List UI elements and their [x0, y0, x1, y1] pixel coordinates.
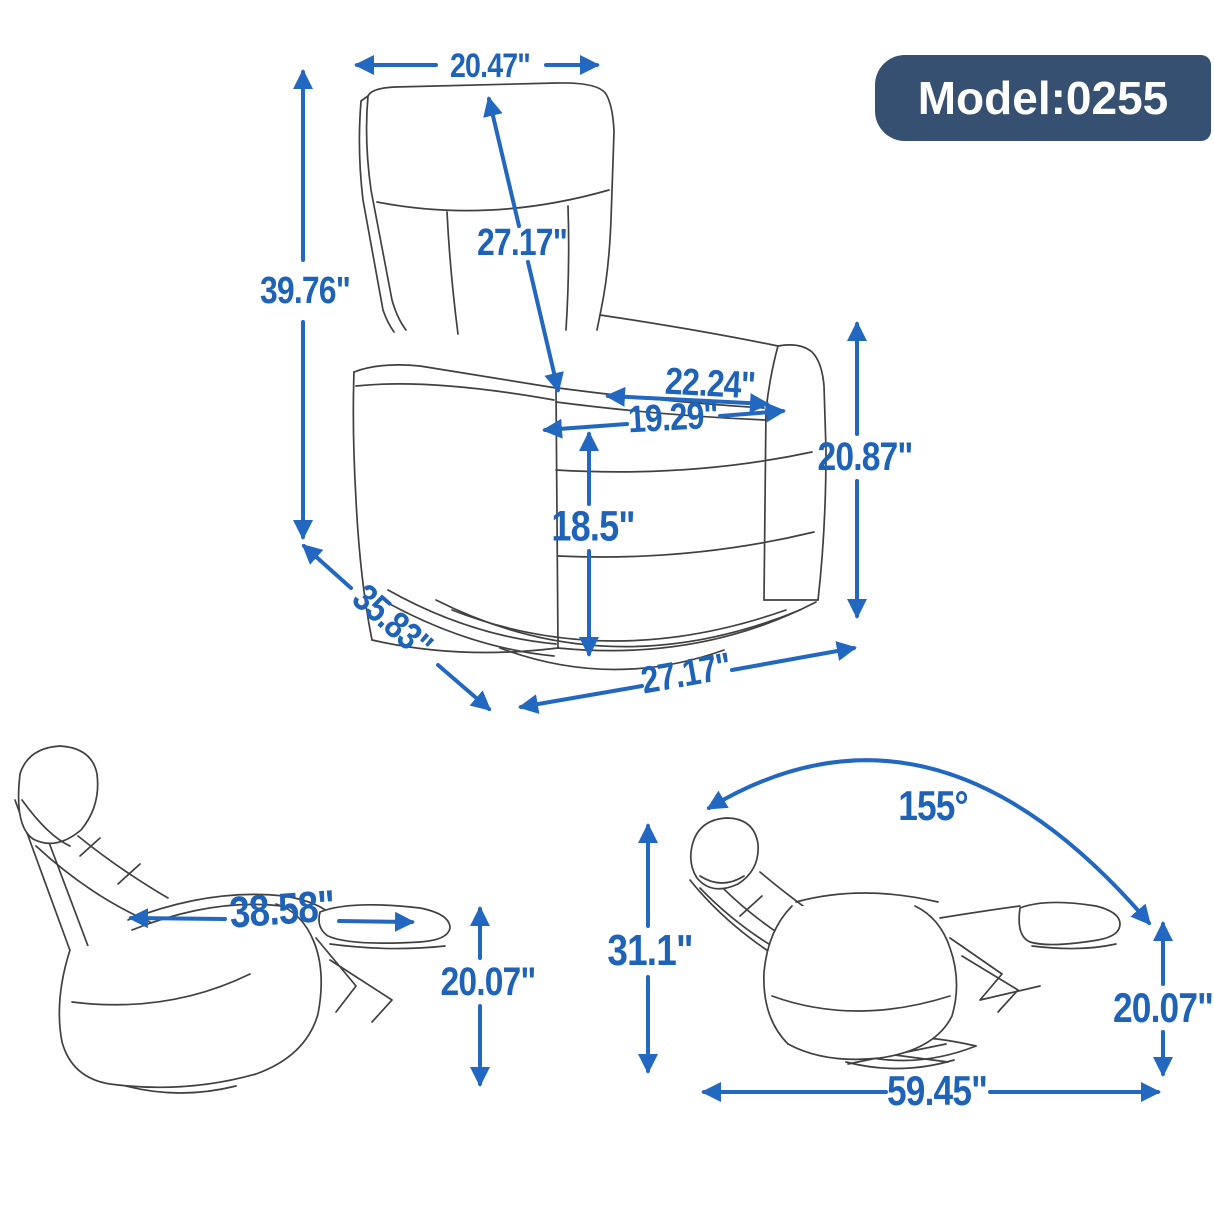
dim-reclined-overall-length: 59.45": [887, 1067, 988, 1114]
dimension-arrows: [128, 55, 1173, 1102]
dim-recline-angle: 155°: [898, 782, 968, 829]
side-view-reclined-drawing: [14, 745, 451, 1094]
dim-arm-height: 20.87": [817, 435, 914, 479]
dim-overall-height: 39.76": [260, 270, 351, 312]
dim-backrest-length: 27.17": [477, 222, 568, 264]
dim-seat-width: 19.29": [626, 394, 720, 442]
model-badge-label: Model:0255: [917, 72, 1169, 124]
dim-footrest-height-left: 20.07": [440, 960, 537, 1004]
dim-footrest-height-right: 20.07": [1113, 984, 1214, 1031]
dim-reclined-length: 38.58": [227, 881, 337, 938]
dim-back-top-width: 20.47": [450, 47, 531, 85]
dim-seat-front-height: 18.5": [551, 502, 635, 551]
dim-reclined-back-height: 31.1": [607, 926, 693, 975]
model-badge: Model:0255: [875, 55, 1211, 141]
angle-view-reclined-drawing: [689, 817, 1121, 1070]
front-view-drawing: [352, 82, 827, 671]
